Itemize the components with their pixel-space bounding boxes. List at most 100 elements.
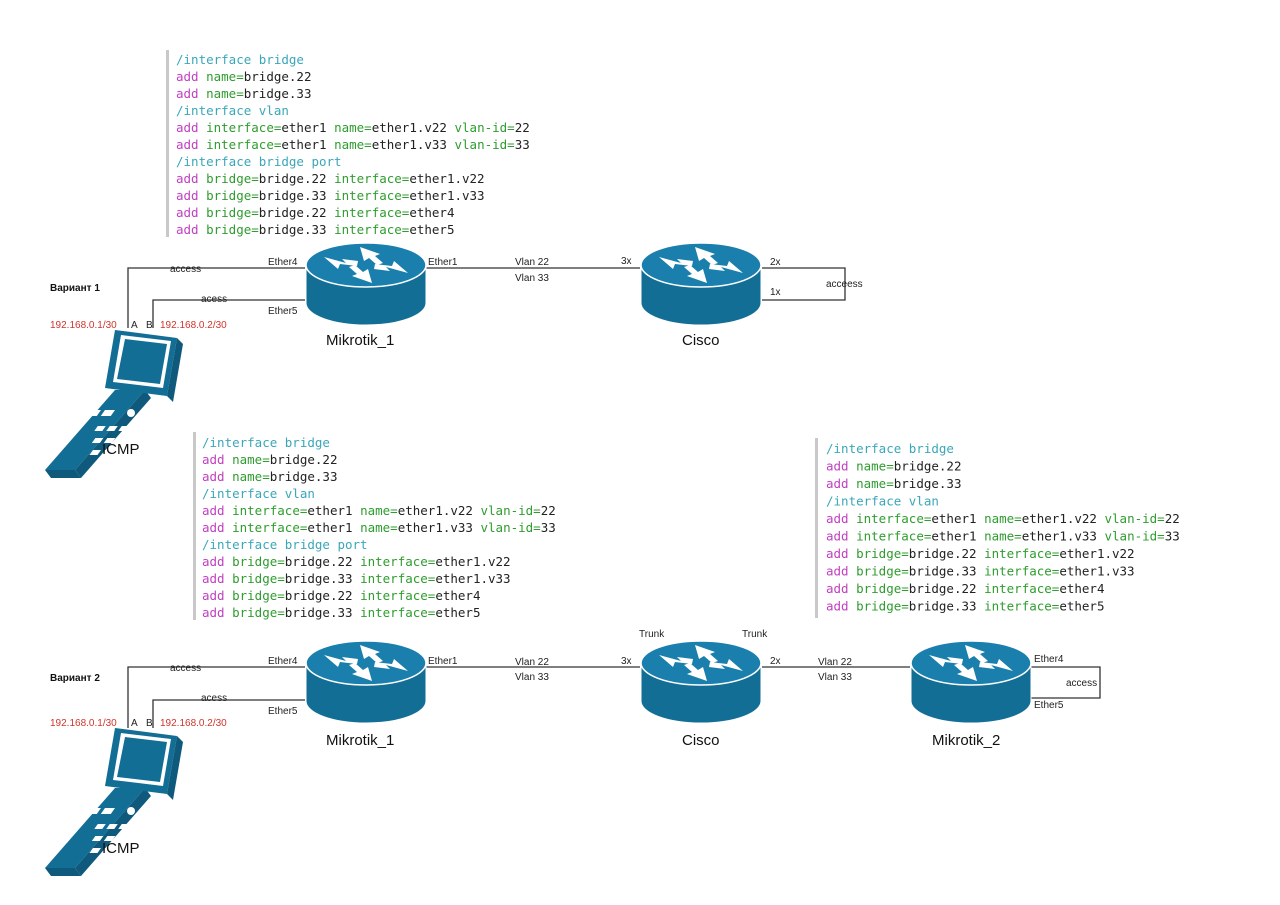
- wire-loop: [1030, 666, 1101, 699]
- code-line: add name=bridge.22: [202, 452, 337, 467]
- code-token: ether5: [409, 222, 454, 237]
- link-label-access: access: [170, 264, 201, 275]
- code-token: add: [202, 469, 232, 484]
- code-token: bridge.33: [285, 605, 360, 620]
- code-token: interface=: [984, 546, 1059, 561]
- code-token: ether1.v33: [1022, 529, 1105, 544]
- code-token: interface=: [360, 554, 435, 569]
- loop-label: access: [1066, 678, 1097, 689]
- code-token: vlan-id=: [1105, 511, 1165, 526]
- port-b: B: [146, 718, 153, 729]
- code-token: ether5: [1059, 599, 1104, 614]
- code-line: add name=bridge.33: [202, 469, 337, 484]
- tester-label: ICMP: [102, 840, 140, 857]
- code-token: bridge.33: [259, 188, 334, 203]
- code-token: 33: [515, 137, 530, 152]
- code-token: add: [826, 459, 856, 474]
- code-token: bridge.33: [909, 564, 984, 579]
- code-token: bridge=: [232, 571, 285, 586]
- code-token: add: [826, 476, 856, 491]
- code-token: ether1: [281, 120, 334, 135]
- code-token: bridge.22: [285, 554, 360, 569]
- code-token: 33: [541, 520, 556, 535]
- code-line: add interface=ether1 name=ether1.v33 vla…: [176, 137, 530, 152]
- code-token: bridge.22: [909, 581, 984, 596]
- code-line: add interface=ether1 name=ether1.v22 vla…: [176, 120, 530, 135]
- code-token: bridge=: [206, 188, 259, 203]
- code-token: add: [202, 554, 232, 569]
- trunk-left-label: Trunk: [639, 629, 665, 640]
- ip-a: 192.168.0.1/30: [50, 320, 117, 331]
- code-token: name=: [206, 86, 244, 101]
- code-token: interface=: [334, 171, 409, 186]
- code-token: add: [176, 86, 206, 101]
- code-token: ether5: [435, 605, 480, 620]
- code-token: interface=: [232, 503, 307, 518]
- code-token: bridge=: [856, 564, 909, 579]
- code-token: vlan-id=: [1105, 529, 1165, 544]
- code-token: ether1: [931, 529, 984, 544]
- link-label-access: access: [170, 663, 201, 674]
- port-a: A: [131, 718, 138, 729]
- router-icon: [910, 640, 1032, 724]
- code-token: bridge.22: [909, 546, 984, 561]
- ip-a: 192.168.0.1/30: [50, 718, 117, 729]
- code-token: /interface bridge port: [202, 537, 368, 552]
- code-line: add bridge=bridge.22 interface=ether4: [202, 588, 480, 603]
- code-token: /interface vlan: [826, 494, 939, 509]
- cisco-port-3x: 3x: [621, 656, 632, 667]
- trunk-right-label: Trunk: [742, 629, 768, 640]
- mikrotik2-label: Mikrotik_2: [932, 732, 1000, 749]
- mk1-port-ether1: Ether1: [428, 656, 458, 667]
- port-ether5: Ether5: [268, 306, 298, 317]
- code-token: ether1.v22: [398, 503, 481, 518]
- port-b: B: [146, 320, 153, 331]
- code-token: bridge=: [206, 171, 259, 186]
- code-token: bridge.33: [894, 476, 962, 491]
- code-token: ether4: [409, 205, 454, 220]
- code-token: name=: [232, 469, 270, 484]
- code-token: interface=: [334, 222, 409, 237]
- code-token: bridge=: [232, 605, 285, 620]
- cisco-port-3x: 3x: [621, 256, 632, 267]
- code-token: interface=: [206, 120, 281, 135]
- code-token: name=: [206, 69, 244, 84]
- code-line: add bridge=bridge.22 interface=ether1.v2…: [176, 171, 485, 186]
- code-token: bridge.22: [270, 452, 338, 467]
- vlan33-right-label: Vlan 33: [818, 672, 852, 683]
- code-line: add bridge=bridge.22 interface=ether1.v2…: [202, 554, 511, 569]
- code-token: 22: [515, 120, 530, 135]
- code-line: /interface bridge: [826, 441, 954, 456]
- code-line: add bridge=bridge.22 interface=ether4: [826, 581, 1104, 596]
- ip-b: 192.168.0.2/30: [160, 718, 227, 729]
- code-token: add: [826, 564, 856, 579]
- code-token: ether1.v33: [409, 188, 484, 203]
- code-token: ether1: [307, 520, 360, 535]
- vlan22-label: Vlan 22: [515, 257, 549, 268]
- code-token: add: [202, 588, 232, 603]
- port-ether1: Ether1: [428, 257, 458, 268]
- mk2-port-ether4: Ether4: [1034, 654, 1064, 665]
- cisco-port-2x: 2x: [770, 656, 781, 667]
- code-token: ether4: [1059, 581, 1104, 596]
- code-token: add: [176, 137, 206, 152]
- code-token: bridge.33: [259, 222, 334, 237]
- variant2-topology: Вариант 2 access acess 192.168.0.1/30 A …: [45, 629, 1101, 876]
- code-token: /interface bridge port: [176, 154, 342, 169]
- code-token: interface=: [984, 581, 1059, 596]
- cisco-port-1x: 1x: [770, 287, 781, 298]
- code-token: interface=: [334, 188, 409, 203]
- code-line: add interface=ether1 name=ether1.v22 vla…: [202, 503, 556, 518]
- code-token: ether1.v33: [1059, 564, 1134, 579]
- cisco-label: Cisco: [682, 332, 720, 349]
- code-token: ether1.v22: [435, 554, 510, 569]
- code-line: add name=bridge.22: [826, 459, 961, 474]
- code-token: ether1.v22: [1059, 546, 1134, 561]
- code-token: add: [826, 546, 856, 561]
- code-token: interface=: [360, 571, 435, 586]
- link-label-acess: acess: [201, 294, 227, 305]
- code-token: name=: [334, 120, 372, 135]
- code-line: /interface vlan: [826, 494, 939, 509]
